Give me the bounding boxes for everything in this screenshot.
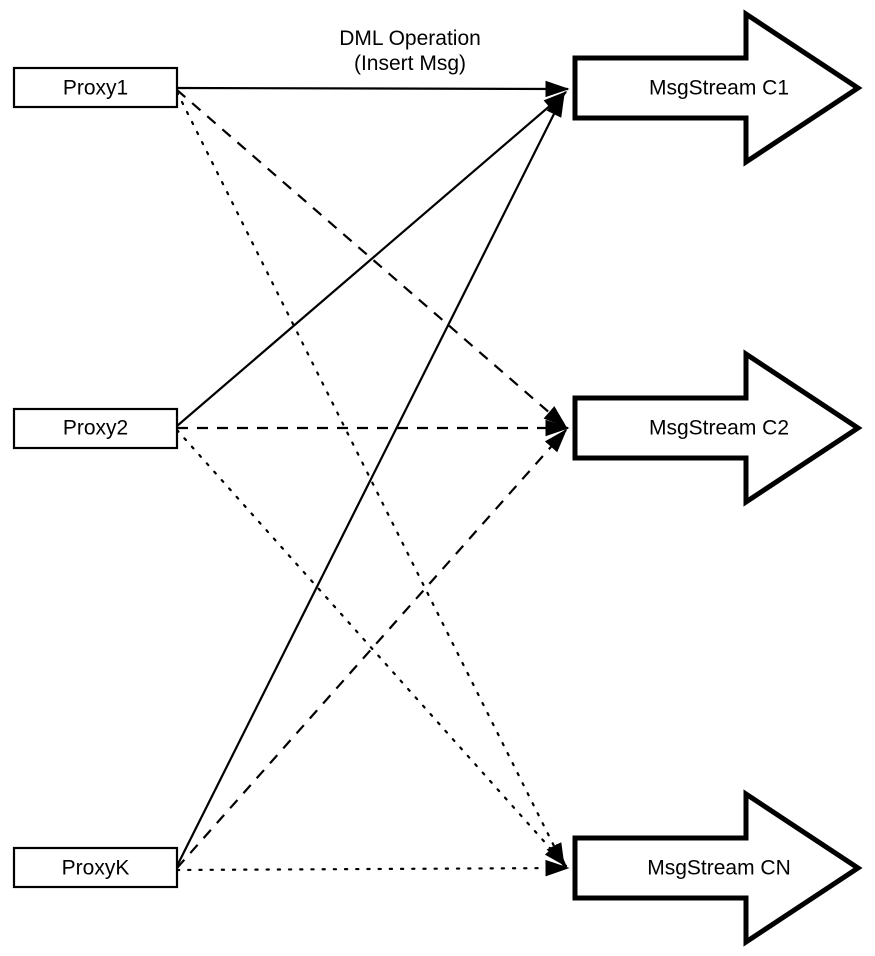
proxy-box-proxy2[interactable] xyxy=(12,407,179,450)
connection-proxy1-c2[interactable] xyxy=(176,89,567,428)
connection-proxy2-cn[interactable] xyxy=(175,428,568,868)
connection-proxyk-c2[interactable] xyxy=(176,429,567,869)
proxy-label-proxy1: Proxy1 xyxy=(63,77,128,100)
msgstream-arrow-shape-cn[interactable] xyxy=(572,789,863,947)
msgstream-label-c2: MsgStream C2 xyxy=(649,417,789,440)
msgstream-node-c2[interactable]: MsgStream C2 xyxy=(572,349,863,507)
msgstream-label-c1: MsgStream C1 xyxy=(649,77,789,100)
arrowhead-proxy2-cn xyxy=(544,843,568,868)
proxy-label-proxy2: Proxy2 xyxy=(63,417,128,440)
edge-label-line2: (Insert Msg) xyxy=(354,52,466,75)
msgstream-node-c1[interactable]: MsgStream C1 xyxy=(572,9,863,167)
proxy-node-proxyk[interactable]: ProxyK xyxy=(12,846,179,889)
arrowheads-layer xyxy=(543,80,570,877)
arrowhead-proxy2-c2 xyxy=(545,419,570,437)
arrowhead-proxyk-c1 xyxy=(546,92,565,118)
proxy-node-proxy1[interactable]: Proxy1 xyxy=(12,66,179,109)
connection-proxy1-c1[interactable] xyxy=(176,86,569,91)
arrowhead-proxy1-c1 xyxy=(545,80,570,98)
arrowhead-proxyk-cn xyxy=(545,859,570,877)
edge-label-group: DML Operation (Insert Msg) xyxy=(339,27,481,75)
proxy-box-proxy1[interactable] xyxy=(12,66,179,109)
proxy-label-proxyk: ProxyK xyxy=(62,857,130,880)
connection-edges-layer xyxy=(175,86,570,872)
msgstream-node-cn[interactable]: MsgStream CN xyxy=(572,789,863,947)
msgstream-arrow-shape-c1[interactable] xyxy=(572,9,863,167)
connection-proxy2-c1[interactable] xyxy=(176,91,567,427)
arrowhead-proxyk-c2 xyxy=(544,428,568,453)
msgstream-arrow-shape-c2[interactable] xyxy=(572,349,863,507)
proxy-box-proxyk[interactable] xyxy=(12,846,179,889)
msgstream-label-cn: MsgStream CN xyxy=(647,857,791,880)
msgstream-nodes-layer: MsgStream C1 MsgStream C2 MsgStream CN xyxy=(572,9,863,947)
proxy-node-proxy2[interactable]: Proxy2 xyxy=(12,407,179,450)
edge-label-line1: DML Operation xyxy=(339,27,481,50)
arrowhead-proxy1-c2 xyxy=(543,406,568,429)
connection-proxyk-cn[interactable] xyxy=(175,866,570,872)
connection-proxyk-c1[interactable] xyxy=(176,93,565,867)
